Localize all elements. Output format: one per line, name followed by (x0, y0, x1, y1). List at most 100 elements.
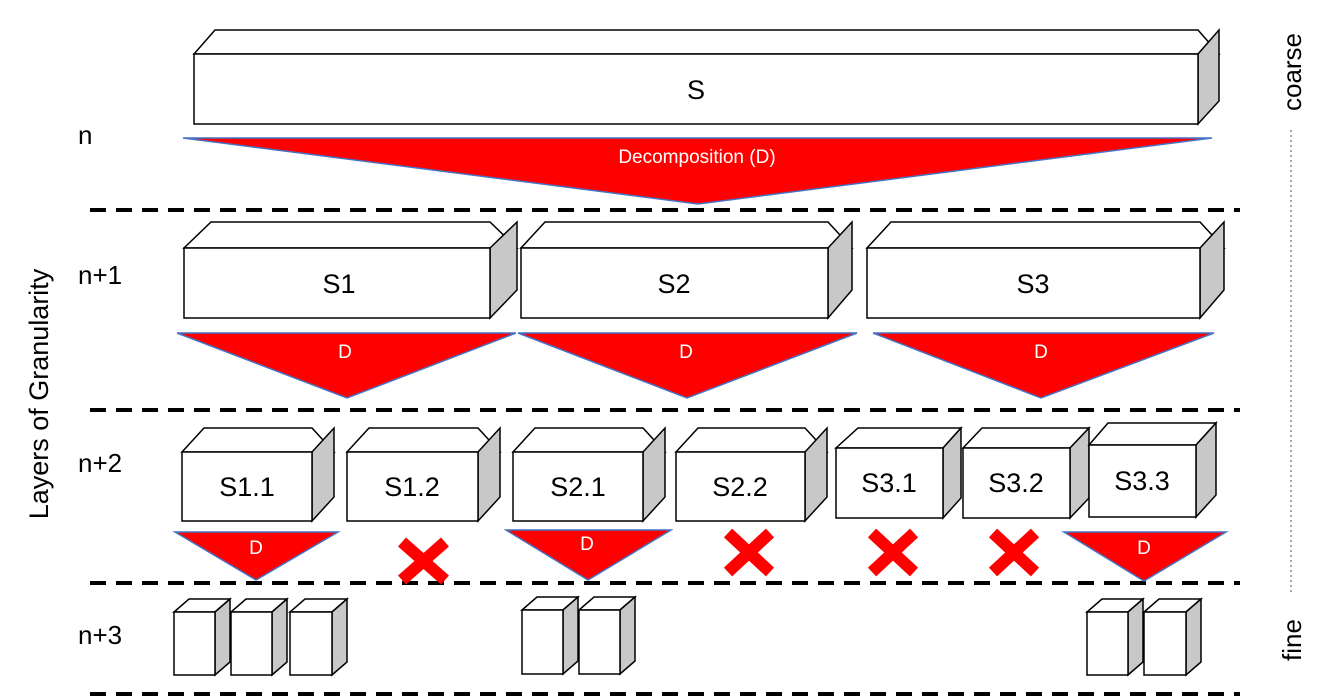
subsystem-cube (1084, 597, 1146, 677)
system-box-s: S (192, 28, 1221, 126)
system-label-s2: S2 (657, 269, 690, 299)
triangle-shape (172, 531, 341, 581)
box-top-face (511, 427, 667, 453)
triangle-shape (503, 529, 674, 581)
x-mark-stroke-2 (398, 537, 449, 585)
layer-label-n1: n+1 (78, 260, 122, 290)
no-decomposition-mark-s3-2 (988, 528, 1040, 577)
box-front-face (230, 611, 273, 676)
system-box-s3: S3 (865, 220, 1226, 321)
box-side-face (331, 597, 348, 677)
subsystem-group-s3-3 (1084, 597, 1204, 677)
system-label-s3: S3 (1016, 269, 1049, 299)
triangle-shape (176, 332, 517, 399)
no-decomposition-mark-s1-2 (398, 537, 449, 585)
system-box-s1-2: S1.2 (345, 426, 502, 523)
system-label-s2-2: S2.2 (712, 472, 768, 502)
box-front-face (181, 451, 313, 522)
box-side-face (214, 597, 231, 677)
no-decomposition-mark-s2-2 (723, 528, 775, 577)
box-top-face (961, 427, 1091, 449)
box-front-face (835, 447, 944, 519)
system-box-s3-3: S3.3 (1087, 421, 1218, 519)
triangle-shape (872, 332, 1215, 399)
box-top-face (180, 427, 336, 453)
box-front-face (578, 609, 621, 675)
box-front-face (346, 451, 479, 522)
system-label-s3-2: S3.2 (988, 468, 1044, 498)
decomposition-triangle-s3-3: D (1061, 531, 1229, 582)
subsystem-cube (287, 597, 350, 677)
box-top-face (192, 29, 1221, 55)
system-box-s1: S1 (182, 220, 519, 320)
subsystem-group-s1-1 (171, 597, 350, 677)
box-side-face (271, 597, 288, 677)
box-top-face (1087, 422, 1218, 446)
system-label-s: S (687, 75, 705, 105)
box-front-face (1086, 611, 1129, 676)
x-mark-stroke-2 (723, 528, 775, 577)
decomposition-label-s1: D (338, 342, 352, 363)
decomposition-label-s2-1: D (580, 534, 594, 555)
box-front-face (173, 611, 216, 676)
decomposition-triangle-s1: D (176, 332, 517, 399)
box-top-face (865, 221, 1226, 249)
box-front-face (183, 247, 491, 319)
system-label-s1-1: S1.1 (219, 472, 275, 502)
box-side-face (619, 595, 636, 676)
decomposition-triangle-s: Decomposition (D) (182, 137, 1213, 205)
system-box-s1-1: S1.1 (180, 426, 336, 523)
decomposition-label-s3: D (1034, 342, 1048, 363)
subsystem-cube (576, 595, 638, 676)
box-side-face (1185, 597, 1202, 677)
decomposition-label-s2: D (679, 342, 693, 363)
system-label-s1: S1 (322, 269, 355, 299)
triangle-shape (1061, 531, 1229, 582)
layer-label-n2: n+2 (78, 448, 122, 478)
layer-separators (90, 208, 1240, 696)
triangle-shape (517, 332, 858, 399)
box-front-face (866, 247, 1201, 319)
x-mark-stroke-2 (988, 528, 1040, 577)
decomposition-triangle-s3: D (872, 332, 1215, 399)
system-label-s3-3: S3.3 (1114, 466, 1170, 496)
box-top-face (182, 221, 519, 249)
system-label-s1-2: S1.2 (384, 472, 440, 502)
scale-label-fine: fine (1277, 619, 1307, 661)
layer-label-n: n (78, 120, 92, 150)
subsystem-cube (1141, 597, 1204, 677)
system-box-s2-2: S2.2 (674, 426, 829, 523)
box-front-face (289, 611, 333, 676)
box-front-face (520, 247, 829, 319)
box-side-face (1127, 597, 1144, 677)
decomposition-label-s1-1: D (249, 538, 263, 559)
box-front-face (675, 451, 806, 522)
decomposition-triangle-s1-1: D (172, 531, 341, 581)
triangle-shape (182, 137, 1213, 205)
system-box-s3-2: S3.2 (961, 426, 1091, 520)
box-front-face (193, 53, 1199, 125)
subsystem-group-s2-1 (519, 595, 638, 676)
system-box-s2-1: S2.1 (511, 426, 667, 523)
subsystem-cube (519, 595, 581, 676)
decomposition-label-s3-3: D (1137, 538, 1151, 559)
scale-label-coarse: coarse (1277, 33, 1307, 111)
no-decomposition-mark-s3-1 (867, 528, 919, 577)
box-front-face (1088, 444, 1197, 518)
decomposition-triangle-s2-1: D (503, 529, 674, 581)
subsystem-cube (171, 597, 233, 677)
subsystem-cube (228, 597, 290, 677)
system-box-s3-1: S3.1 (834, 426, 963, 520)
system-box-s2: S2 (519, 220, 854, 321)
decomposition-label-main: Decomposition (D) (618, 147, 775, 168)
system-label-s3-1: S3.1 (861, 468, 917, 498)
layer-label-n3: n+3 (78, 620, 122, 650)
box-front-face (512, 451, 644, 522)
box-front-face (1143, 611, 1187, 676)
axis-title: Layers of Granularity (24, 268, 54, 519)
x-mark-stroke-2 (867, 528, 919, 577)
box-front-face (521, 609, 564, 675)
decomposition-triangle-s2: D (517, 332, 858, 399)
box-top-face (674, 427, 829, 453)
